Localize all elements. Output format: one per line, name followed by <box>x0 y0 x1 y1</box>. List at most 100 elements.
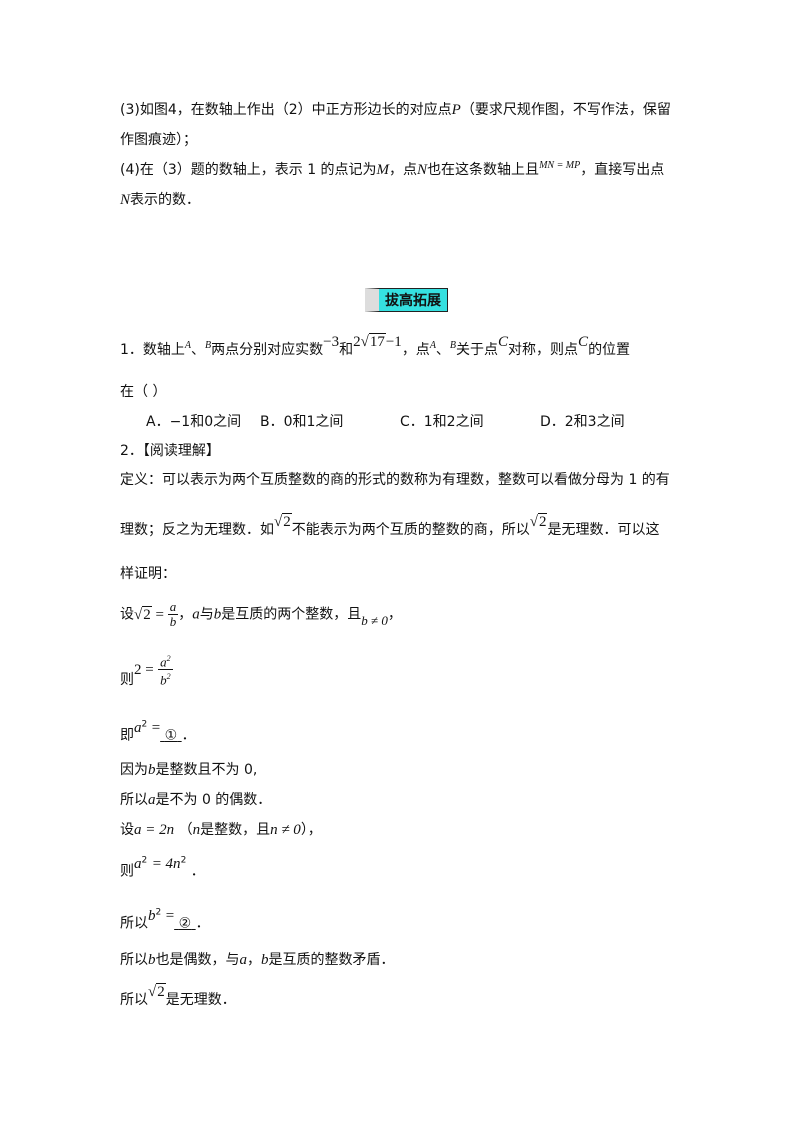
q1-text-c: ，点 <box>401 342 430 358</box>
blank-1[interactable]: ① <box>160 728 181 744</box>
q1-text-b: 两点分别对应实数 <box>211 342 324 358</box>
step3-var: a <box>134 719 142 736</box>
q1-line2: 在（ ） <box>120 382 166 402</box>
option-a: A．−1和0之间 <box>146 412 241 432</box>
sqrt2-d: √2 <box>148 983 166 1000</box>
sqrt2-d-radicand: 2 <box>156 983 166 1000</box>
value-expr: 2√17−1 <box>353 333 402 350</box>
step4-var: b <box>148 762 156 778</box>
blank-2-label: ② <box>178 915 192 932</box>
option-c: C．1和2之间 <box>400 412 484 432</box>
part4-line1: (4)在（3）题的数轴上，表示 1 的点记为M，点N也在这条数轴上且MN = M… <box>120 160 664 182</box>
step2-lhs: 2 = <box>134 661 154 678</box>
option-b-text: B．0和1之间 <box>260 414 344 430</box>
step4-a: 因为 <box>120 762 148 778</box>
expr-coef: 2 <box>353 334 361 350</box>
q2-def1: 定义：可以表示为两个互质整数的商的形式的数称为有理数，整数可以看做分母为 1 的… <box>120 470 670 490</box>
step5-var: a <box>148 792 156 808</box>
step1-a: 设 <box>120 606 134 623</box>
step9-e: ， <box>247 952 261 968</box>
fraction2-den-exp: 2 <box>166 672 171 682</box>
point-c: C <box>498 334 509 350</box>
q2-def2a: 理数；反之为无理数．如 <box>120 522 274 538</box>
part4-text-c: 也在这条数轴上且 <box>427 162 540 178</box>
step4-c: 是整数且不为 0, <box>155 762 258 778</box>
step10: 所以√2是无理数． <box>120 983 236 1010</box>
fraction2-num: a2 <box>158 652 173 671</box>
point-n: N <box>417 162 428 178</box>
step9: 所以b也是偶数，与a，b是互质的整数矛盾． <box>120 950 395 970</box>
q2-title: 2．【阅读理解】 <box>120 441 220 461</box>
step6-c: （ <box>178 822 193 838</box>
point-p: P <box>451 102 461 118</box>
step8-var: b <box>148 907 156 924</box>
q2-def2c: 是无理数．可以这 <box>547 522 660 538</box>
part3-text-b: （要求尺规作图，不写作法，保留 <box>460 102 671 118</box>
option-d-text: D．2和3之间 <box>540 414 625 430</box>
q2-def2b: 不能表示为两个互质的整数的商，所以 <box>291 522 530 538</box>
step3: 即a2 = ① ． <box>120 719 196 746</box>
step6-ne: n ≠ 0 <box>270 822 301 838</box>
sqrt2-b-radicand: 2 <box>537 513 548 530</box>
step3-end: ． <box>181 727 196 744</box>
step9-g: 是互质的整数矛盾． <box>268 952 395 968</box>
step3-eq: = <box>151 719 161 736</box>
part4-line2: N表示的数． <box>120 190 200 210</box>
step1-eq: = <box>155 606 164 623</box>
step7-end: ． <box>190 863 205 880</box>
option-a-text: A．−1和0之间 <box>146 414 242 430</box>
fraction2-num-exp: 2 <box>166 654 171 663</box>
sqrt2-b: √2 <box>529 513 548 530</box>
step5-a: 所以 <box>120 792 148 808</box>
step1-d: 与 <box>199 606 214 623</box>
q1-text-a: 1．数轴上 <box>120 342 185 358</box>
part4-text-e: 表示的数． <box>130 192 201 208</box>
part3-text-c: 作图痕迹）； <box>120 132 197 148</box>
step6-eq: a = 2n <box>134 822 175 838</box>
option-c-text: C．1和2之间 <box>400 414 484 430</box>
section-heading: 拔高拓展 <box>365 288 448 312</box>
q2-def1-text: 定义：可以表示为两个互质整数的商的形式的数称为有理数，整数可以看做分母为 1 的… <box>120 472 670 488</box>
expr-radicand: 17 <box>368 333 386 350</box>
point-a-2: A <box>429 340 436 351</box>
step9-var-b: b <box>148 952 156 968</box>
step1-var-b: b <box>213 606 222 623</box>
step7-var: a <box>134 855 142 872</box>
sqrt2-c-radicand: 2 <box>142 605 152 623</box>
sqrt2-a: √2 <box>274 513 292 530</box>
q1-text-f: 的位置 <box>588 342 631 358</box>
part4-text-d: ，直接写出点 <box>580 162 665 178</box>
step3-exp: 2 <box>141 719 148 729</box>
step1-b-ne-0: b ≠ 0 <box>361 612 388 628</box>
step8-a: 所以 <box>120 915 148 932</box>
value-neg3: −3 <box>323 334 340 350</box>
step6-a: 设 <box>120 822 134 838</box>
fraction2-num-var: a <box>160 654 167 670</box>
step7-rhs: = 4n <box>151 855 181 872</box>
step7-a: 则 <box>120 863 134 880</box>
blank-2[interactable]: ② <box>174 916 195 932</box>
part4-text-b: ，点 <box>389 162 418 178</box>
point-b-2: B <box>449 340 457 351</box>
step7-rhs-exp: 2 <box>180 855 187 865</box>
step9-var-a: a <box>239 952 248 968</box>
step6-var: n <box>192 822 201 838</box>
step6: 设a = 2n （n是整数，且n ≠ 0）， <box>120 820 322 840</box>
part4-text-a: (4)在（3）题的数轴上，表示 1 的点记为 <box>120 162 377 178</box>
step8-exp: 2 <box>155 907 162 917</box>
step5: 所以a是不为 0 的偶数． <box>120 790 271 810</box>
point-b: B <box>205 340 212 351</box>
q1-line1: 1．数轴上A、B两点分别对应实数−3和2√17−1，点A、B关于点C对称，则点C… <box>120 333 631 362</box>
expr-tail: −1 <box>385 334 402 350</box>
sqrt2-a-radicand: 2 <box>282 513 292 530</box>
step9-a: 所以 <box>120 952 148 968</box>
q1-text-e: 对称，则点 <box>508 342 579 358</box>
step1-h: ， <box>387 606 402 623</box>
step5-c: 是不为 0 的偶数． <box>155 792 272 808</box>
step7: 则a2 = 4n2 ． <box>120 855 205 882</box>
q2-def3: 样证明： <box>120 564 176 584</box>
part3-text-a: (3)如图4，在数轴上作出（2）中正方形边长的对应点 <box>120 102 452 118</box>
step3-a: 即 <box>120 727 134 744</box>
q1-sep2: 、 <box>435 342 450 358</box>
step6-e: 是整数，且 <box>200 822 271 838</box>
